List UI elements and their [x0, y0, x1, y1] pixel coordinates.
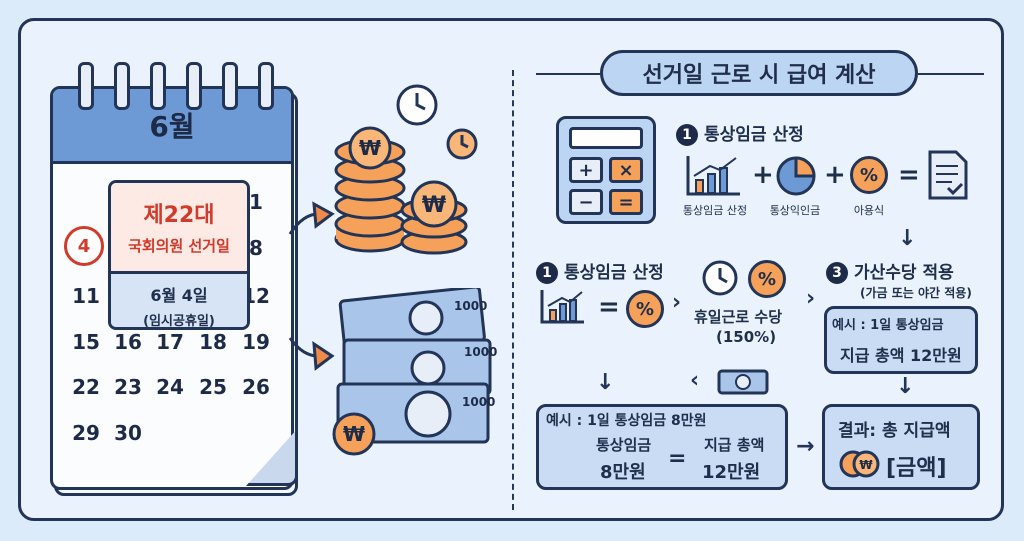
pie-chart-icon: [776, 156, 816, 196]
calendar-ring: [222, 62, 238, 110]
title-rule: [536, 73, 600, 75]
calendar-day: 24: [156, 375, 184, 399]
result-amount: [금액]: [886, 456, 947, 481]
title-rule: [918, 73, 984, 75]
example-box-bottom: [536, 404, 788, 490]
percent-icon: %: [850, 156, 888, 194]
calendar-day: 25: [199, 375, 227, 399]
election-day-popup: 제22대 국회의원 선거일 6월 4일 (임시공휴일): [108, 180, 250, 330]
calendar-ring: [150, 62, 166, 110]
example-left-value: 8만원: [600, 462, 646, 483]
calendar-day: 19: [242, 330, 270, 354]
calendar-day: 29: [72, 421, 100, 445]
calculator-icon: + × − =: [556, 116, 656, 224]
step-label: 가산수당 적용: [854, 263, 954, 283]
calendar-day: 30: [114, 421, 142, 445]
coin-stack-icon: ₩ ₩: [334, 126, 468, 255]
example-box-right: [824, 306, 978, 374]
popup-note: (임시공휴일): [143, 314, 215, 329]
arrow-right-icon: →: [796, 434, 815, 459]
example-right-label: 지급 총액: [704, 436, 765, 454]
clock-icon: [396, 84, 438, 126]
step-number: 1: [676, 124, 698, 146]
arrow-down-icon: ↓: [896, 374, 915, 399]
circled-day: 4: [64, 226, 104, 266]
cash-icon: [717, 369, 769, 395]
calendar-day: 15: [72, 330, 100, 354]
arrow-right-icon: ›: [806, 286, 816, 311]
step-label: 통상임금 산정: [564, 263, 664, 283]
arrow-right-icon: [288, 201, 335, 235]
divider: [512, 70, 514, 510]
calc-key: −: [569, 189, 603, 215]
plus-sign: +: [752, 160, 774, 190]
diagram-title: 선거일 근로 시 급여 계산: [600, 50, 918, 96]
step1-mid: 1 통상임금 산정: [536, 258, 664, 284]
example-right-value: 12만원: [702, 462, 761, 483]
equals-sign: =: [898, 160, 920, 190]
percent-icon: %: [748, 260, 786, 298]
calc-key: =: [609, 189, 643, 215]
banknote-value: 1000: [454, 299, 487, 313]
example-right-line1: 예시 : 1일 통상임금: [832, 318, 944, 333]
step3: 3 가산수당 적용: [826, 258, 954, 284]
calendar-ring: [186, 62, 202, 110]
step-number: 3: [826, 262, 848, 284]
popup-subtitle: 국회의원 선거일: [128, 237, 230, 255]
document-icon: [928, 150, 968, 200]
overtime-rate: (150%): [716, 328, 777, 346]
popup-date: 6월 4일: [150, 286, 208, 305]
calc-key: ×: [609, 157, 643, 183]
calendar-day: 26: [242, 375, 270, 399]
example-left-label: 통상임금: [596, 436, 652, 454]
overtime-label: 휴일근로 수당: [694, 308, 783, 326]
bar-chart-icon: [540, 290, 584, 324]
formula-caption: 통상익인금: [769, 204, 821, 217]
banknote-value: 1000: [462, 395, 495, 409]
result-heading: 결과: 총 지급액: [838, 421, 951, 441]
calendar-day: 1: [249, 190, 263, 214]
coin-symbol: ₩: [343, 422, 365, 446]
equals-sign: =: [668, 446, 687, 471]
calendar-day: 23: [114, 375, 142, 399]
coin-symbol: ₩: [359, 136, 381, 160]
popup-title: 제22대: [143, 203, 215, 228]
coin-symbol: ₩: [422, 193, 446, 218]
calendar-day: 16: [114, 330, 142, 354]
example-bottom-heading: 예시 : 1일 통상임금 8만원: [546, 413, 707, 429]
calc-key: +: [569, 157, 603, 183]
calendar-ring: [258, 62, 274, 110]
equals-sign: =: [598, 292, 620, 322]
calendar-day: 11: [72, 284, 100, 308]
formula-caption: 통상임금 산정: [682, 204, 748, 217]
step-label: 통상임금 산정: [704, 125, 804, 145]
banknote-value: 1000: [464, 345, 497, 359]
arrow-right-icon: ›: [672, 290, 682, 315]
step3-sub: (가금 또는 야간 적용): [860, 286, 972, 300]
percent-icon: %: [626, 290, 664, 328]
example-right-line2: 지급 총액 12만원: [840, 346, 962, 365]
coin-symbol: ₩: [859, 458, 873, 472]
calendar-day: 18: [199, 330, 227, 354]
step1-top: 1 통상임금 산정: [676, 120, 804, 146]
calendar-ring: [78, 62, 94, 110]
calendar-day: 8: [249, 236, 263, 260]
calendar-day: 22: [72, 375, 100, 399]
banknote-stack-icon: 1000 1000 1000: [336, 288, 497, 444]
formula-caption: 아용식: [853, 204, 885, 217]
arrow-down-icon: ↓: [596, 370, 615, 395]
step-number: 1: [536, 262, 558, 284]
clock-icon: [446, 128, 478, 160]
calendar-ring: [114, 62, 130, 110]
arrow-down-icon: ↓: [898, 226, 917, 251]
arrow-right-icon: [288, 337, 335, 371]
coins-icon: ₩: [839, 450, 880, 478]
bar-chart-icon: [686, 156, 740, 196]
coin-icon: ₩: [332, 412, 376, 456]
plus-sign: +: [824, 160, 846, 190]
calendar-day: 17: [156, 330, 184, 354]
arrow-left-icon: ‹: [690, 368, 700, 393]
clock-icon: [702, 260, 738, 296]
